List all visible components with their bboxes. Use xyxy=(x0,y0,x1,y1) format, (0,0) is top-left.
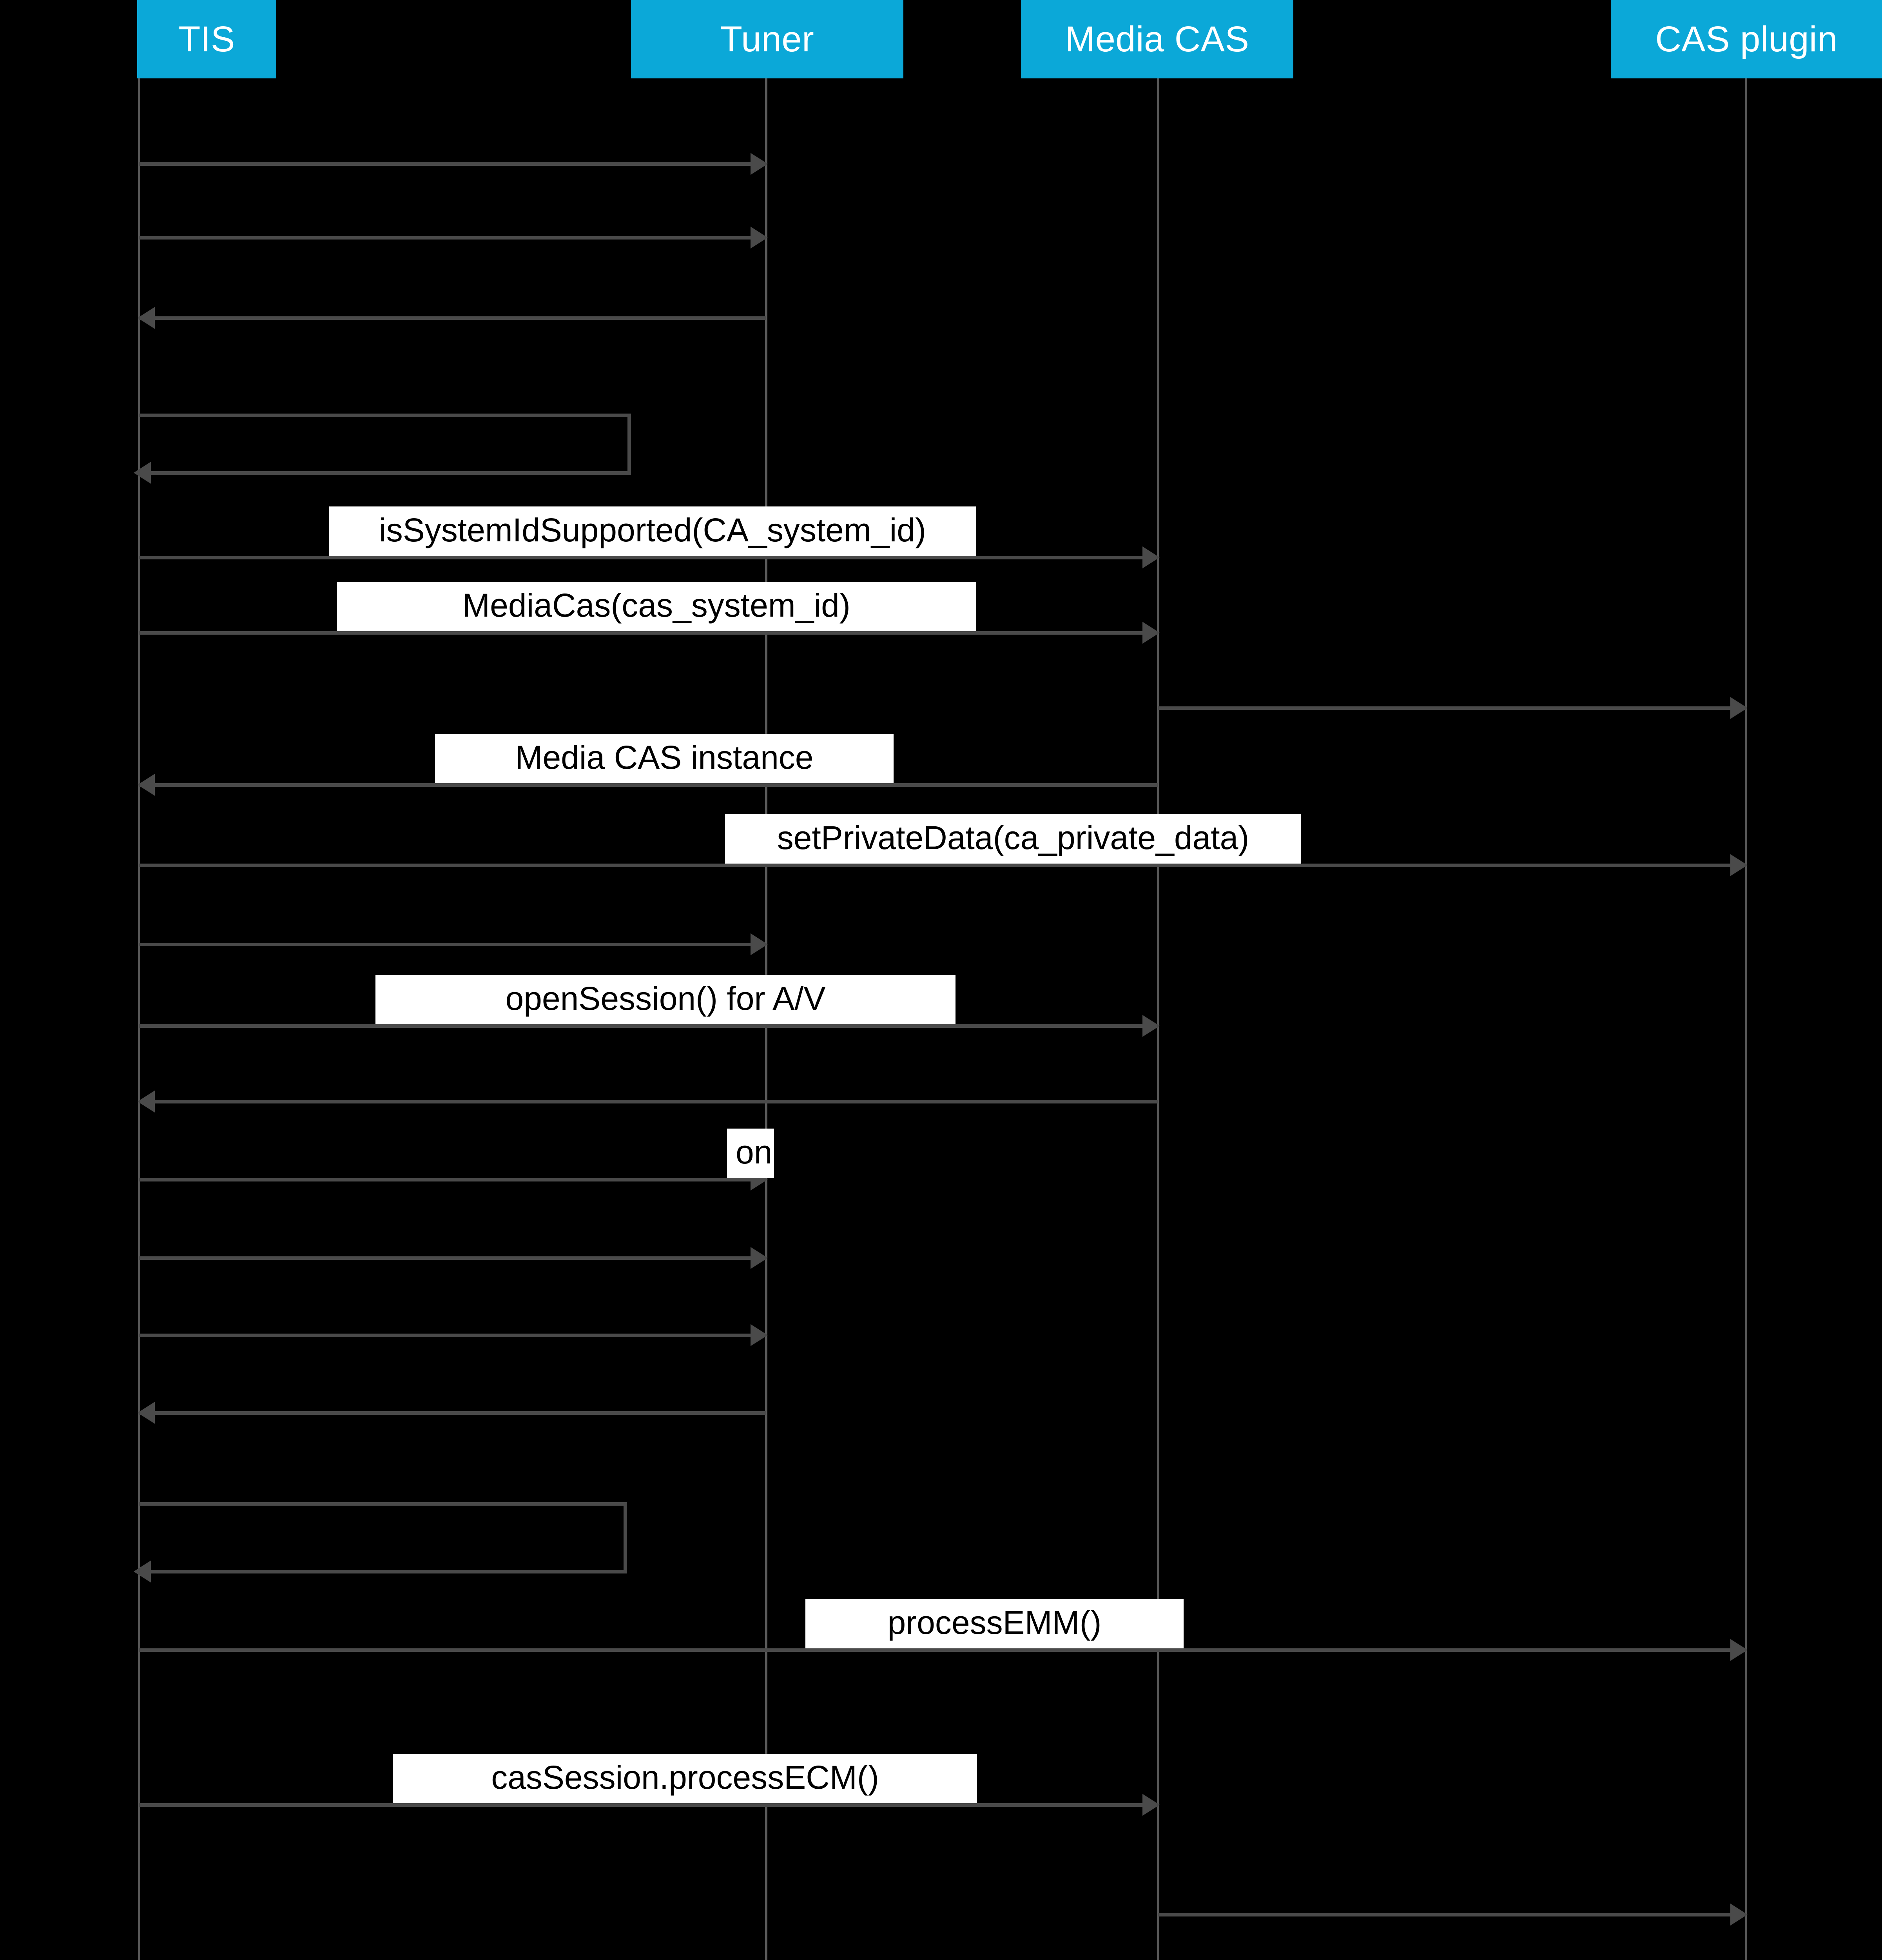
arrowhead-m18 xyxy=(1730,1639,1748,1661)
message-line-m16 xyxy=(139,1411,766,1415)
arrowhead-m11 xyxy=(1142,1015,1160,1037)
message-label-m5: isSystemIdSupported(CA_system_id) xyxy=(329,506,976,556)
message-line-m9 xyxy=(139,864,1746,867)
message-line-m19 xyxy=(139,1803,1158,1807)
arrowhead-m3 xyxy=(138,307,155,329)
self-message-bottom-m4 xyxy=(151,471,631,475)
message-label-m18: processEMM() xyxy=(805,1599,1184,1648)
arrowhead-m7 xyxy=(1730,697,1748,719)
message-label-m13: onId xyxy=(727,1129,774,1178)
arrowhead-m9 xyxy=(1730,854,1748,876)
arrowhead-m16 xyxy=(138,1402,155,1424)
arrowhead-m6 xyxy=(1142,622,1160,644)
participant-header-tis[interactable]: TIS xyxy=(137,0,276,78)
message-label-m8: Media CAS instance xyxy=(435,734,894,783)
arrowhead-m4 xyxy=(134,462,151,484)
self-message-top-m17 xyxy=(139,1502,627,1506)
arrowhead-m17 xyxy=(134,1561,151,1583)
message-line-m8 xyxy=(139,783,1158,787)
arrowhead-m15 xyxy=(751,1324,768,1346)
arrowhead-m1 xyxy=(751,153,768,175)
self-message-bottom-m17 xyxy=(151,1570,627,1573)
message-label-m19: casSession.processECM() xyxy=(393,1754,977,1803)
lifeline-tis xyxy=(138,78,140,1960)
message-label-m9: setPrivateData(ca_private_data) xyxy=(725,814,1301,864)
message-line-m5 xyxy=(139,556,1158,559)
message-line-m2 xyxy=(139,236,766,240)
self-message-top-m4 xyxy=(139,414,631,417)
message-line-m18 xyxy=(139,1648,1746,1652)
arrowhead-m2 xyxy=(751,227,768,249)
message-line-m7 xyxy=(1158,706,1746,710)
participant-header-cas[interactable]: Media CAS xyxy=(1021,0,1293,78)
arrowhead-m19 xyxy=(1142,1794,1160,1816)
message-line-m15 xyxy=(139,1334,766,1337)
arrowhead-m20 xyxy=(1730,1904,1748,1926)
self-message-side-m17 xyxy=(624,1502,627,1570)
arrowhead-m12 xyxy=(138,1091,155,1112)
message-line-m10 xyxy=(139,943,766,946)
arrowhead-m10 xyxy=(751,933,768,955)
lifeline-plugin xyxy=(1745,78,1747,1960)
arrowhead-m8 xyxy=(138,774,155,796)
participant-header-tuner[interactable]: Tuner xyxy=(631,0,903,78)
message-line-m12 xyxy=(139,1100,1158,1103)
message-line-m13 xyxy=(139,1178,766,1181)
message-line-m14 xyxy=(139,1256,766,1260)
message-label-m11: openSession() for A/V xyxy=(375,975,956,1024)
message-label-m6: MediaCas(cas_system_id) xyxy=(337,582,976,631)
message-line-m3 xyxy=(139,316,766,320)
arrowhead-m14 xyxy=(751,1247,768,1269)
message-line-m20 xyxy=(1158,1913,1746,1916)
message-line-m6 xyxy=(139,631,1158,635)
message-line-m1 xyxy=(139,162,766,166)
arrowhead-m5 xyxy=(1142,546,1160,568)
message-line-m11 xyxy=(139,1024,1158,1028)
self-message-side-m4 xyxy=(627,414,631,471)
participant-header-plugin[interactable]: CAS plugin xyxy=(1611,0,1882,78)
